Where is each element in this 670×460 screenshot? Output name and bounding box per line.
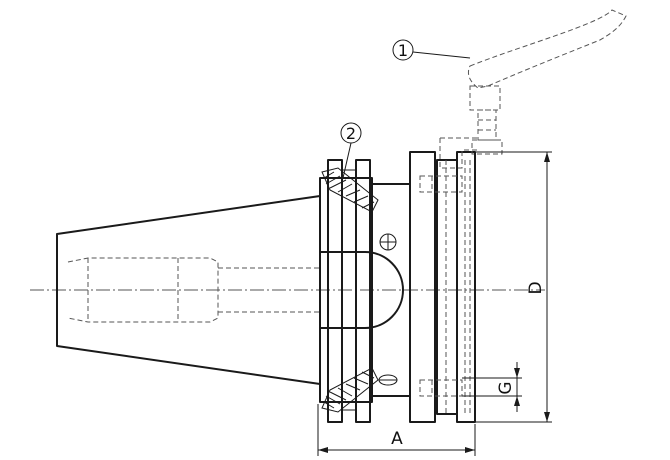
callout-2-label: 2 (346, 124, 356, 143)
clamp-screw-top (321, 167, 379, 213)
callout-1-label: 1 (398, 41, 408, 60)
callout-2: 2 (340, 122, 362, 179)
callout-1: 1 (392, 39, 471, 61)
dimension-d-label: D (526, 281, 546, 294)
dimension-a: A (317, 404, 476, 456)
threaded-hole-top (419, 175, 463, 193)
threaded-hole-bottom (419, 379, 463, 397)
inner-bore-hidden (67, 257, 320, 323)
dimension-g-label: G (496, 381, 516, 394)
dimension-g: G (462, 362, 522, 412)
clamp-screw-bottom (321, 367, 379, 413)
flange-collar (319, 159, 373, 423)
dimension-a-label: A (391, 429, 403, 449)
dimension-d: D (475, 151, 552, 423)
head-plates (409, 151, 476, 423)
clamping-lever (439, 9, 627, 169)
